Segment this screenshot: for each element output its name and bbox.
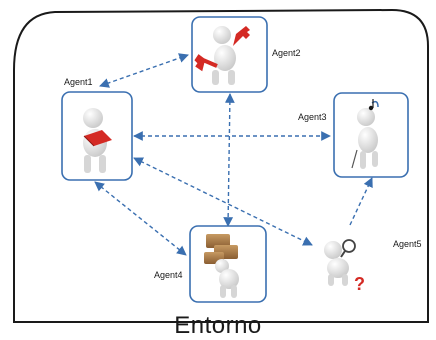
connection-agent4-agent3 bbox=[349, 177, 373, 226]
svg-text:?: ? bbox=[354, 274, 365, 294]
agent4-label: Agent4 bbox=[154, 270, 183, 280]
agent4-node: Agent4 bbox=[154, 225, 267, 303]
agent5-node: ? Agent5 bbox=[324, 239, 422, 294]
agent1-node: Agent1 bbox=[61, 77, 133, 181]
connection-agent2-agent4 bbox=[223, 93, 235, 227]
connection-agent1-agent5 bbox=[133, 157, 313, 246]
agent1-label: Agent1 bbox=[64, 77, 93, 87]
reading-figure-icon bbox=[83, 108, 112, 173]
carrying-box-figure-icon bbox=[204, 234, 239, 298]
connections-layer bbox=[94, 53, 373, 256]
agent5-label: Agent5 bbox=[393, 239, 422, 249]
agent3-node: Agent3 bbox=[298, 92, 409, 178]
agent3-label: Agent3 bbox=[298, 112, 327, 122]
wrench-figure-icon bbox=[194, 26, 250, 85]
agent2-label: Agent2 bbox=[272, 48, 301, 58]
connection-agent1-agent2 bbox=[99, 53, 189, 88]
agent2-node: Agent2 bbox=[191, 16, 301, 93]
music-figure-icon bbox=[351, 99, 379, 169]
environment-label: Entorno bbox=[174, 312, 262, 339]
magnifier-question-figure-icon: ? bbox=[324, 239, 365, 294]
